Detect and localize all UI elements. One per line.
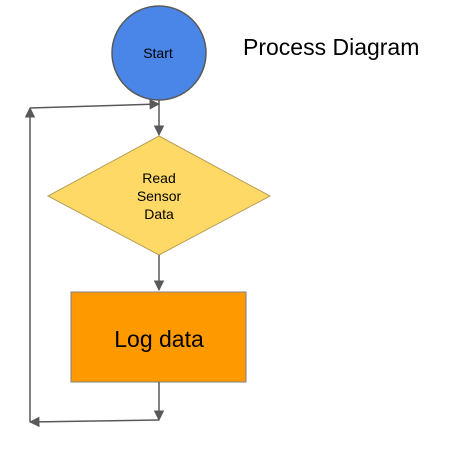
log-data-label: Log data: [114, 326, 204, 352]
diagram-title: Process Diagram: [243, 34, 420, 60]
read-label-line-3: Data: [144, 206, 174, 222]
start-label: Start: [143, 45, 173, 61]
read-sensor-data-node: Read Sensor Data: [46, 135, 272, 256]
start-node: Start: [111, 5, 207, 101]
edge-loop-top: [29, 99, 161, 110]
edge-loop-bottom: [28, 416, 160, 428]
read-label-line-2: Sensor: [137, 188, 182, 204]
log-data-node: Log data: [70, 291, 247, 383]
log-data-rect: [70, 291, 247, 383]
read-label-line-1: Read: [142, 170, 175, 186]
